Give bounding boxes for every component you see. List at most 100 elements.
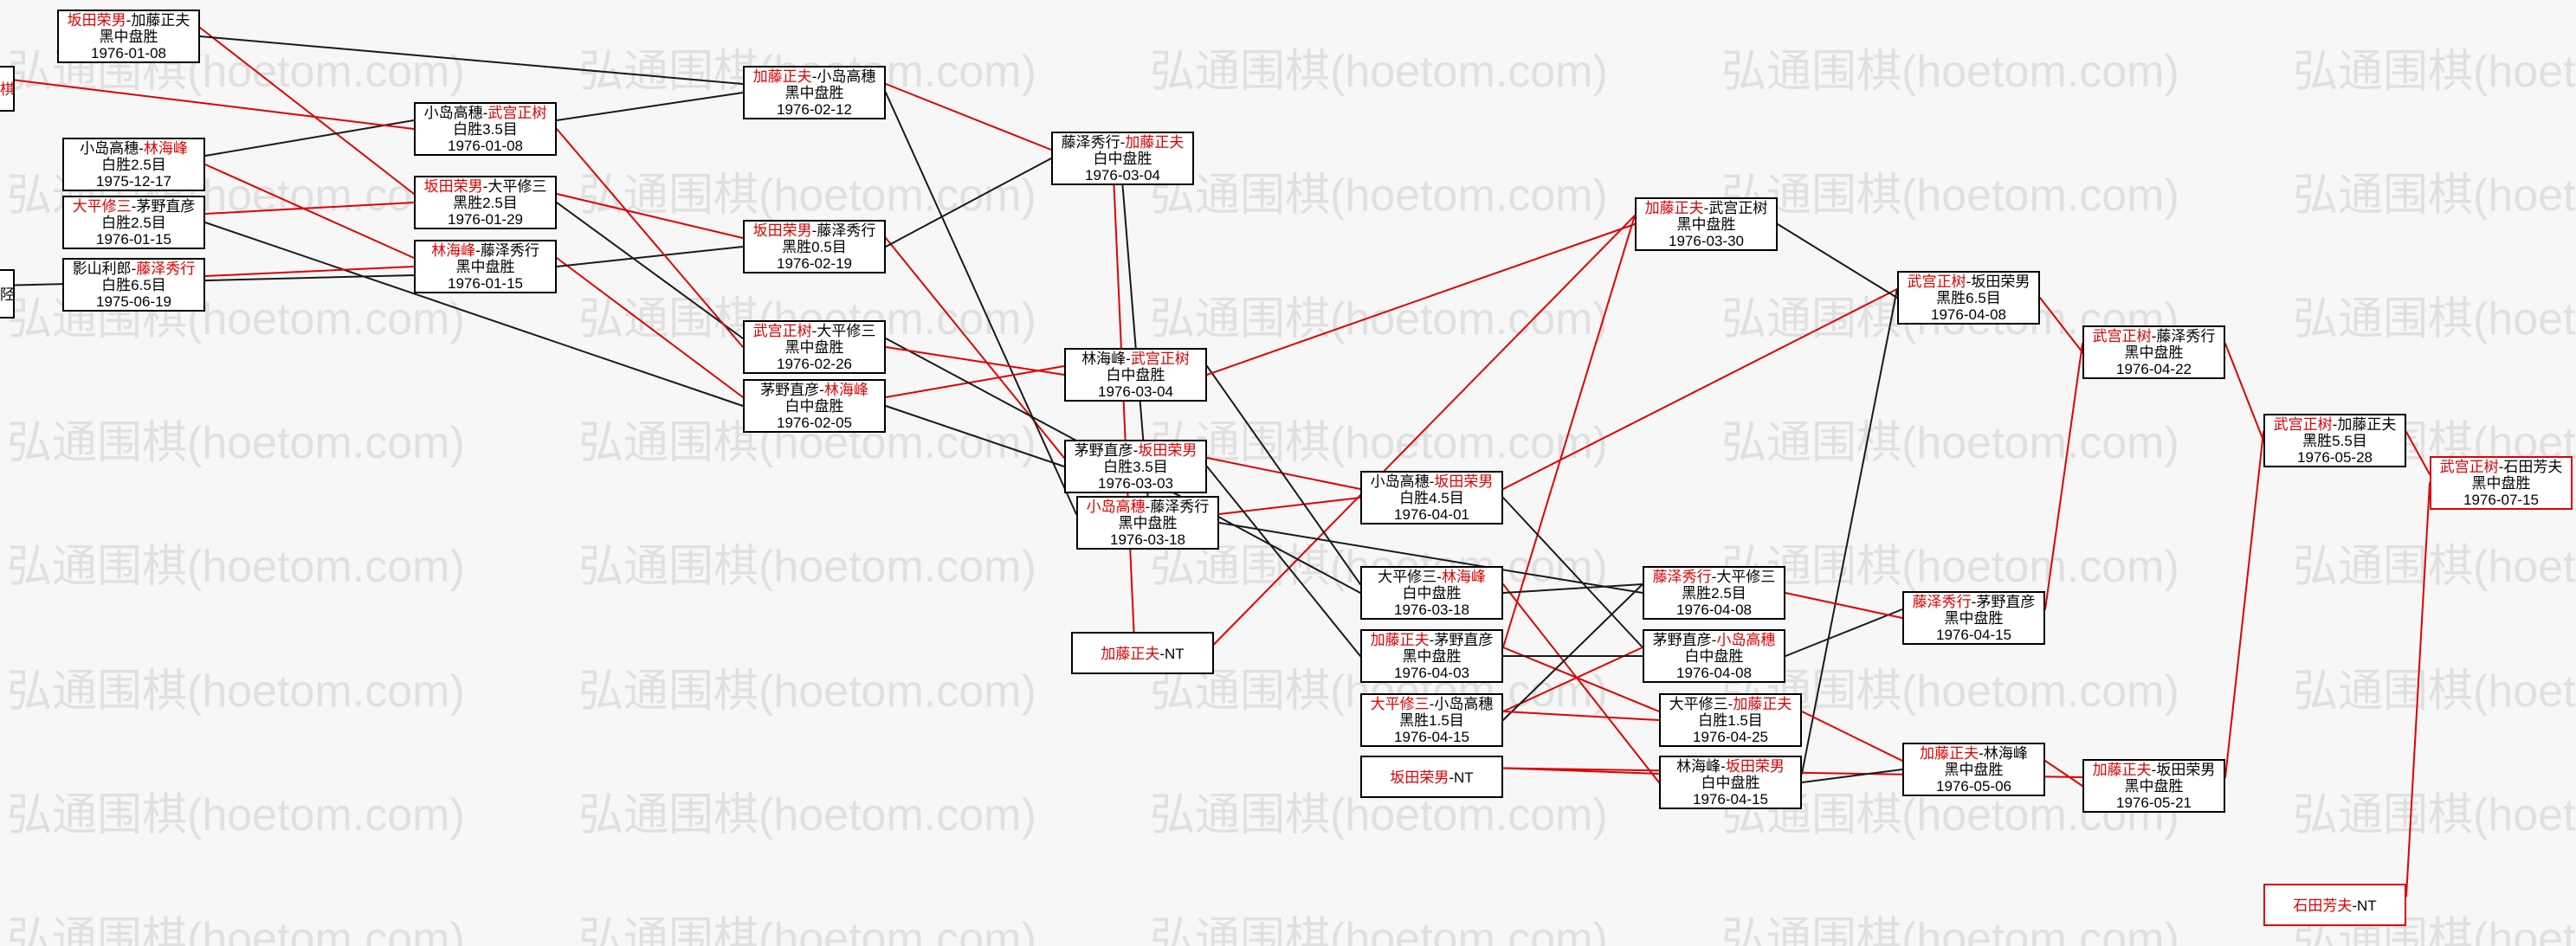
connector-line-loser (556, 246, 744, 267)
connector-line-loser (1502, 497, 1643, 648)
name-separator: - (1429, 632, 1435, 648)
matchup-line: 大平修三-小岛高穗 (1362, 696, 1501, 712)
player2-name: 石田芳夫 (2503, 459, 2563, 475)
match-date: 1976-03-04 (1085, 167, 1160, 183)
connector-line-winner (885, 346, 1065, 376)
matchup-line: 武宫正树-坂田荣男 (1899, 274, 2038, 290)
matchup-line: 影山利郎-藤泽秀行 (64, 261, 203, 277)
name-separator: - (1436, 569, 1442, 585)
match-date: 1976-03-18 (1110, 531, 1185, 548)
player1-name: 坂田荣男 (67, 12, 126, 29)
player1-name: 林海峰 (431, 242, 476, 259)
player1-name: 武宫正树 (1907, 274, 1966, 290)
player2-name: 茅野直彦 (136, 198, 196, 215)
matchup-line: 加藤正夫-茅野直彦 (1362, 632, 1501, 648)
name-separator: - (1721, 758, 1726, 775)
connector-line-loser (1785, 608, 1903, 657)
matchup-line: 加藤正夫-林海峰 (1904, 745, 2043, 762)
name-separator: - (1120, 134, 1126, 151)
matchup-line: 大平修三-加藤正夫 (1661, 696, 1800, 712)
match-date: 1975-12-17 (96, 173, 171, 190)
player1-name: 林海峰 (1676, 758, 1721, 775)
name-separator: - (1159, 646, 1165, 662)
match-date: 1976-04-08 (1676, 602, 1752, 618)
match-result: 白中盘胜 (1684, 648, 1744, 665)
player2-name: 武宫正树 (1130, 351, 1190, 367)
matchup-line: 小岛高穗-坂田荣男 (1362, 473, 1501, 490)
matchup-line: 加藤正夫-武宫正树 (1637, 200, 1776, 216)
connector-line-winner (204, 202, 415, 215)
match-date: 1976-03-30 (1669, 233, 1744, 249)
player2-name: 武宫正树 (487, 105, 547, 121)
matchup-line: 坂田荣男-大平修三 (416, 178, 555, 195)
match-date: 1975-06-19 (96, 293, 171, 310)
match-date: 1976-01-15 (448, 275, 523, 292)
connector-line-loser (204, 119, 415, 157)
connector-line-winner (14, 79, 415, 130)
match-result: 黑中盘胜 (2124, 344, 2184, 361)
name-separator: - (1711, 632, 1717, 648)
connector-line-winner (1502, 215, 1636, 648)
match-result: 黑中盘胜 (1118, 515, 1178, 531)
watermark-text: 弘通围棋(hoetom.com) (578, 171, 1036, 221)
connector-line-winner (1502, 647, 1643, 712)
player1-name: 藤泽秀行 (1061, 134, 1120, 151)
watermark-text: 弘通围棋(hoetom.com) (1721, 47, 2179, 97)
bye-box[interactable]: 坂田荣男-NT (1360, 756, 1503, 798)
bye-marker: NT (2357, 898, 2377, 914)
watermark-text: 弘通围棋(hoetom.com) (1150, 171, 1608, 221)
connector-line-loser (1801, 769, 1903, 783)
match-date: 1976-04-03 (1394, 665, 1469, 681)
match-result: 黑中盘胜 (1676, 216, 1736, 233)
match-date: 1976-04-08 (1931, 306, 2006, 323)
match-result: 黑中盘胜 (1402, 648, 1462, 665)
watermark-text: 弘通围棋(hoetom.com) (578, 914, 1036, 946)
player2-name: 林海峰 (143, 140, 188, 157)
name-separator: - (1429, 473, 1435, 490)
matchup-line: 藤泽秀行-加藤正夫 (1053, 134, 1192, 151)
connector-line-winner (885, 237, 1065, 459)
connector-line-winner (1206, 457, 1361, 490)
bye-box[interactable]: 加藤正夫-NT (1071, 632, 1214, 674)
watermark-text: 弘通围棋(hoetom.com) (2293, 542, 2576, 592)
player1-name: 加藤正夫 (752, 68, 812, 85)
match-date: 1976-04-25 (1693, 729, 1768, 745)
bye-box[interactable]: 石田芳夫-NT (2263, 884, 2406, 926)
name-separator: - (1703, 200, 1709, 216)
watermark-text: 弘通围棋(hoetom.com) (1150, 47, 1608, 97)
player1-name: 小岛高穗 (423, 105, 483, 121)
match-result: 白胜4.5目 (1399, 490, 1464, 506)
match-result: 白胜6.5目 (101, 277, 166, 293)
